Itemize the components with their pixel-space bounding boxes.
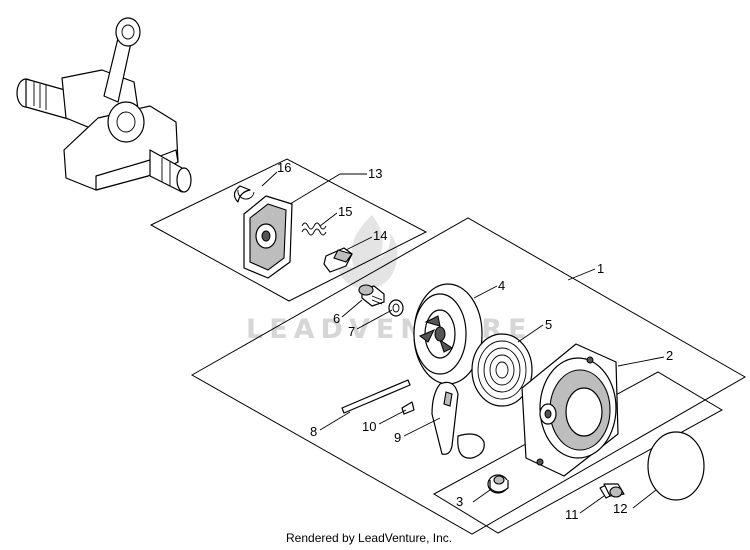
- part-10-clip: [401, 401, 415, 415]
- part-6-screw: [358, 284, 385, 307]
- part-12-cover: [647, 431, 705, 501]
- part-7-washer: [388, 299, 404, 317]
- callout-11: 11: [565, 507, 579, 522]
- callout-9: 9: [394, 430, 401, 445]
- callout-14: 14: [373, 228, 387, 243]
- callout-4: 4: [498, 278, 505, 293]
- part-15-spring: [301, 222, 327, 236]
- assembly-box-1: [190, 217, 747, 535]
- ratchet-plate: [243, 195, 293, 279]
- callout-12: 12: [613, 501, 627, 516]
- callout-1: 1: [597, 261, 604, 276]
- part-11-bolt: [599, 483, 625, 499]
- callout-10: 10: [362, 419, 376, 434]
- part-9-lever: [431, 381, 485, 459]
- part-4-pulley: [413, 283, 483, 385]
- callout-5: 5: [545, 317, 552, 332]
- callout-8: 8: [310, 424, 317, 439]
- part-5-spring: [471, 333, 533, 407]
- callout-16: 16: [277, 160, 291, 175]
- callout-15: 15: [338, 204, 352, 219]
- part-3-bushing: [487, 474, 509, 494]
- part-8-pin: [341, 379, 411, 414]
- callout-13: 13: [368, 166, 382, 181]
- callout-6: 6: [333, 311, 340, 326]
- part-16-clip: [233, 185, 255, 203]
- callout-7: 7: [348, 324, 355, 339]
- part-2-housing: [521, 343, 619, 477]
- callout-2: 2: [666, 348, 673, 363]
- assembly-box-13: [149, 158, 428, 302]
- part-14-pawl: [323, 247, 353, 273]
- crankshaft-illustration: [16, 17, 192, 193]
- leader-lines: [261, 171, 665, 514]
- callout-3: 3: [456, 494, 463, 509]
- rendered-by-footer: Rendered by LeadVenture, Inc.: [286, 531, 452, 545]
